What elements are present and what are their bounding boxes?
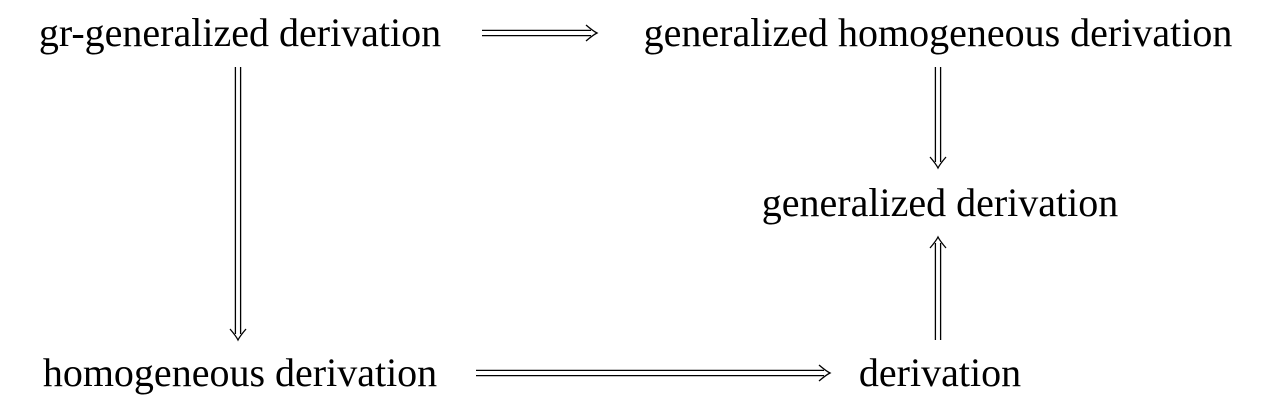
- node-gr-generalized-derivation: gr-generalized derivation: [38, 10, 442, 55]
- implication-arrow-gr_generalized-to-generalized_homogeneous: [482, 24, 599, 42]
- arrow-head: [585, 24, 599, 42]
- implication-arrow-generalized_homogeneous-to-generalized: [929, 67, 947, 170]
- arrow-head: [229, 328, 247, 342]
- node-derivation: derivation: [858, 350, 1022, 395]
- implication-arrow-gr_generalized-to-homogeneous: [229, 67, 247, 342]
- arrow-head: [929, 235, 947, 249]
- node-homogeneous-derivation: homogeneous derivation: [42, 350, 438, 395]
- arrow-head: [929, 156, 947, 170]
- implication-arrow-derivation-to-generalized: [929, 235, 947, 340]
- arrow-head: [818, 364, 832, 382]
- node-generalized-homogeneous-derivation: generalized homogeneous derivation: [643, 10, 1233, 55]
- node-generalized-derivation: generalized derivation: [761, 180, 1119, 225]
- implication-arrow-homogeneous-to-derivation: [476, 364, 832, 382]
